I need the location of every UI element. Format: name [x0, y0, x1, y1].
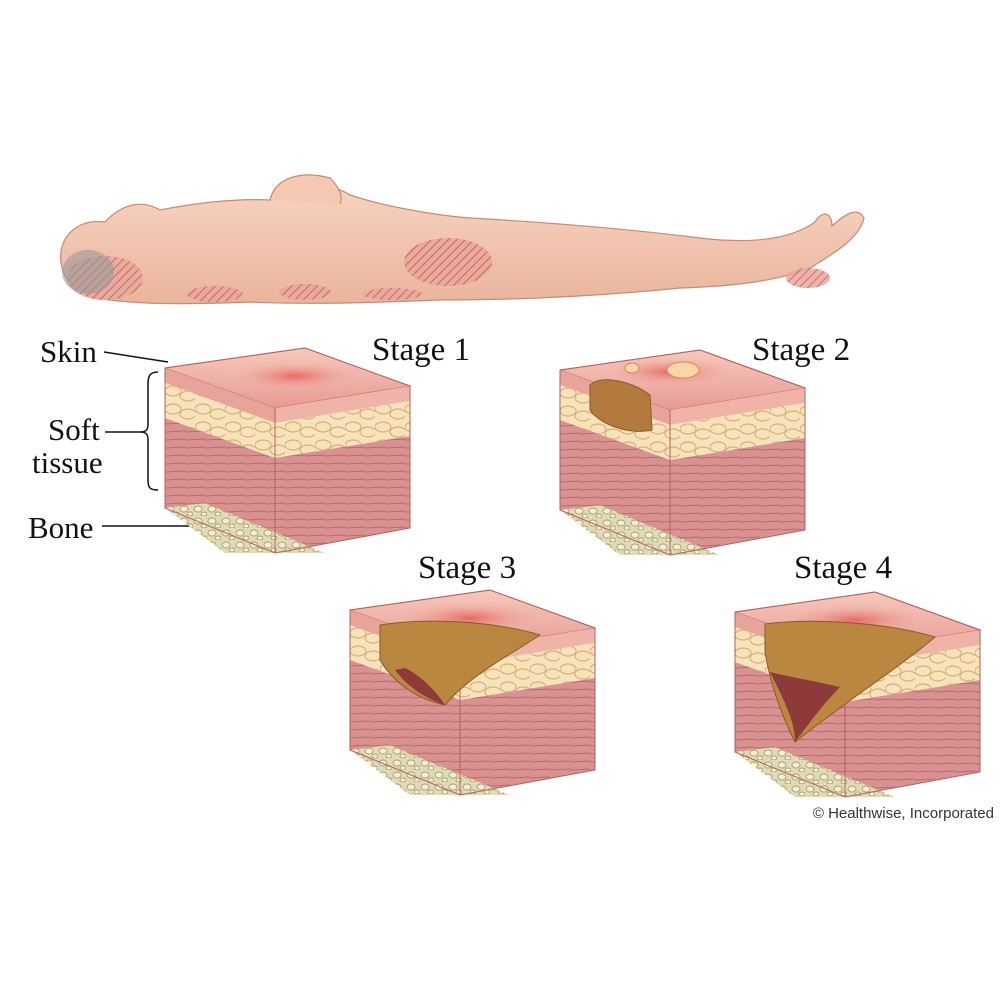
- blister: [666, 361, 700, 379]
- skin-leader-line: [103, 351, 169, 363]
- stage-3-title: Stage 3: [418, 550, 516, 586]
- soft-tissue-bracket: [139, 371, 159, 491]
- shoulder-pressure-area: [187, 286, 243, 302]
- stage-3-block: [349, 589, 596, 796]
- soft-tissue-label-line2: tissue: [32, 445, 103, 480]
- elbow-pressure-area: [279, 284, 331, 300]
- stage-4-block: [734, 591, 981, 798]
- stage-2-title: Stage 2: [752, 332, 850, 368]
- stage-2-block: [559, 349, 806, 556]
- soft-tissue-label-line1: Soft: [48, 412, 100, 447]
- stage-1-title: Stage 1: [372, 332, 470, 368]
- stage-1-block: [164, 347, 411, 554]
- heel-pressure-area: [786, 268, 830, 288]
- patient-figure: [60, 174, 865, 305]
- copyright-credit: © Healthwise, Incorporated: [813, 805, 994, 822]
- exposed-bone-tissue: [770, 672, 840, 742]
- blister: [624, 362, 640, 374]
- skin-label: Skin: [40, 334, 97, 369]
- stage-4-title: Stage 4: [794, 550, 892, 586]
- sacrum-pressure-area: [362, 288, 422, 300]
- shallow-wound: [589, 379, 653, 432]
- bone-label: Bone: [28, 510, 93, 545]
- hip-pressure-area: [404, 238, 492, 286]
